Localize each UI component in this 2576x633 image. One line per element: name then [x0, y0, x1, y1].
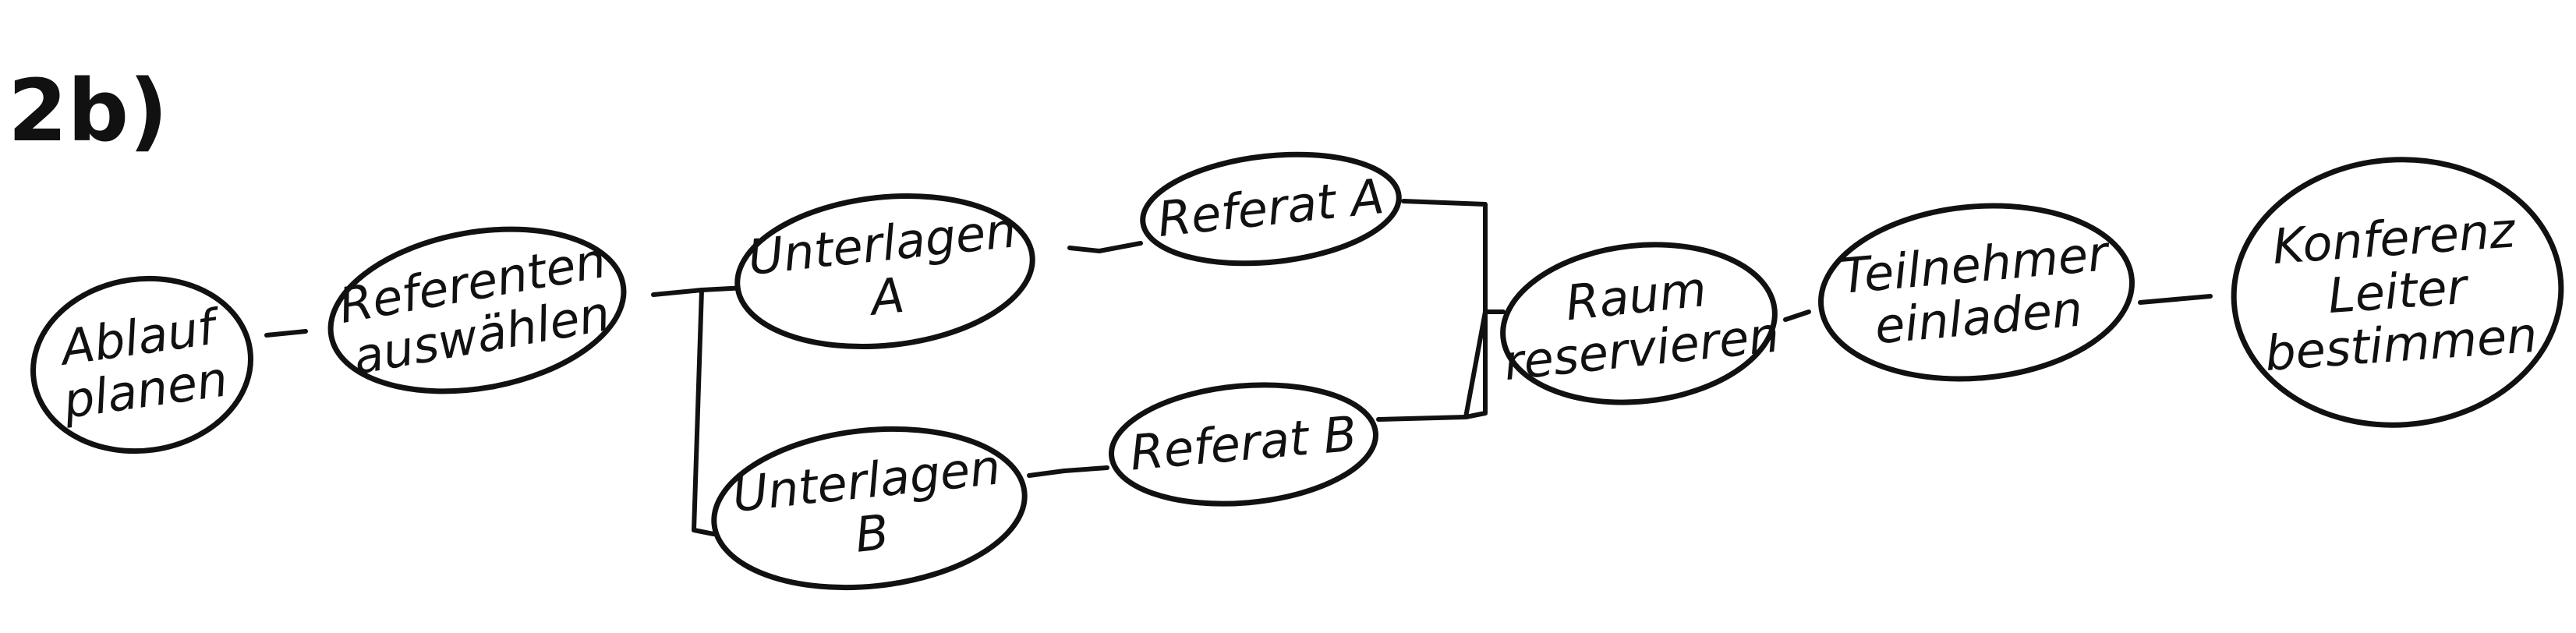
- edge-unterlagen-b-to-referat-b: [1027, 465, 1109, 478]
- node-referat-a: Referat A: [1140, 151, 1402, 267]
- node-label-unterlagen-b-line-1: B: [852, 504, 891, 564]
- diagram-nodes: AblaufplanenReferentenauswählenUnterlage…: [30, 151, 2564, 591]
- edge-teilnehmer-to-konferenz: [2138, 294, 2213, 305]
- node-shape-unterlagen-b: [711, 426, 1028, 591]
- node-shape-unterlagen-a: [734, 193, 1035, 350]
- edge-raum-to-teilnehmer: [1783, 309, 1811, 322]
- diagram-edges: [264, 199, 2213, 536]
- node-referat-b: Referat B: [1109, 382, 1378, 507]
- edge-ablauf-to-referenten: [264, 329, 308, 338]
- edge-unterlagen-a-to-referat-a: [1067, 241, 1143, 253]
- node-shape-teilnehmer: [1818, 203, 2135, 382]
- node-shape-konferenz: [2231, 157, 2564, 428]
- node-label-konferenz-line-1: Leiter: [2327, 258, 2472, 324]
- edge-referat-a-to-raum: [1401, 199, 1488, 419]
- node-shape-referat-b: [1109, 382, 1378, 507]
- node-shape-raum: [1500, 242, 1778, 405]
- node-shape-referenten: [327, 226, 627, 394]
- node-shape-referat-a: [1140, 151, 1402, 267]
- edge-referat-b-to-raum: [1376, 309, 1506, 422]
- edge-referenten-to-unterlagen-b: [692, 288, 716, 536]
- diagram-title: 2b): [8, 61, 168, 161]
- node-shape-ablauf: [30, 275, 253, 454]
